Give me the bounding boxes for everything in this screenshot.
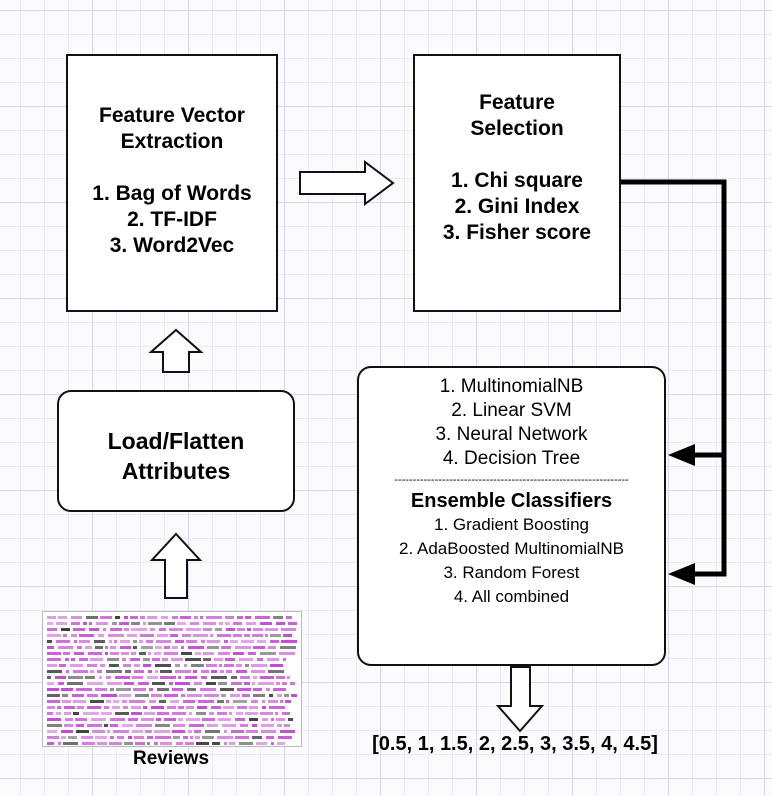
load-flatten-box: Load/Flatten Attributes: [57, 390, 295, 512]
classifiers-box: 1. MultinomialNB 2. Linear SVM 3. Neural…: [357, 366, 666, 666]
feature-extraction-item: 1. Bag of Words: [92, 182, 252, 205]
feature-extraction-item: 3. Word2Vec: [109, 234, 235, 257]
ensemble-item: 4. All combined: [453, 587, 570, 606]
feature-extraction-title-line1: Feature Vector: [99, 104, 245, 127]
load-title-line2: Attributes: [121, 458, 231, 484]
classifier-item: 2. Linear SVM: [451, 400, 572, 421]
ensemble-item: 3. Random Forest: [443, 563, 580, 582]
feature-selection-title-line1: Feature: [479, 91, 555, 114]
arrowhead-ensemble-classifiers: [668, 563, 695, 585]
feature-selection-item: 2. Gini Index: [454, 195, 580, 218]
feature-selection-box: Feature Selection 1. Chi square 2. Gini …: [413, 54, 621, 312]
feature-selection-title-line2: Selection: [470, 117, 564, 140]
connector-line: [621, 179, 727, 577]
feature-extraction-title-line2: Extraction: [120, 130, 224, 153]
hollow-arrow-up-upper: [148, 328, 204, 373]
feature-selection-item: 3. Fisher score: [442, 221, 592, 244]
hollow-arrow-up-lower: [149, 532, 203, 599]
load-title-line1: Load/Flatten: [107, 428, 245, 454]
ensemble-item: 2. AdaBoosted MultinomialNB: [399, 539, 624, 558]
reviews-text-texture: [47, 616, 297, 745]
classifier-item: 1. MultinomialNB: [439, 376, 584, 397]
ensemble-item: 1. Gradient Boosting: [434, 515, 589, 534]
classifier-item: 4. Decision Tree: [442, 448, 581, 469]
arrowhead-base-classifiers: [668, 444, 695, 466]
hollow-arrow-down: [495, 666, 545, 733]
hollow-arrow-right: [299, 160, 395, 206]
reviews-caption: Reviews: [132, 748, 210, 769]
dashed-separator: ----------------------------------------…: [394, 474, 629, 486]
classifier-item: 3. Neural Network: [435, 424, 588, 445]
feature-extraction-item: 2. TF-IDF: [127, 208, 217, 231]
feature-selection-item: 1. Chi square: [451, 169, 583, 192]
reviews-thumbnail: [42, 611, 302, 747]
output-rating-values: [0.5, 1, 1.5, 2, 2.5, 3, 3.5, 4, 4.5]: [372, 733, 658, 755]
feature-vector-extraction-box: Feature Vector Extraction 1. Bag of Word…: [66, 54, 278, 312]
ensemble-title: Ensemble Classifiers: [410, 490, 613, 512]
